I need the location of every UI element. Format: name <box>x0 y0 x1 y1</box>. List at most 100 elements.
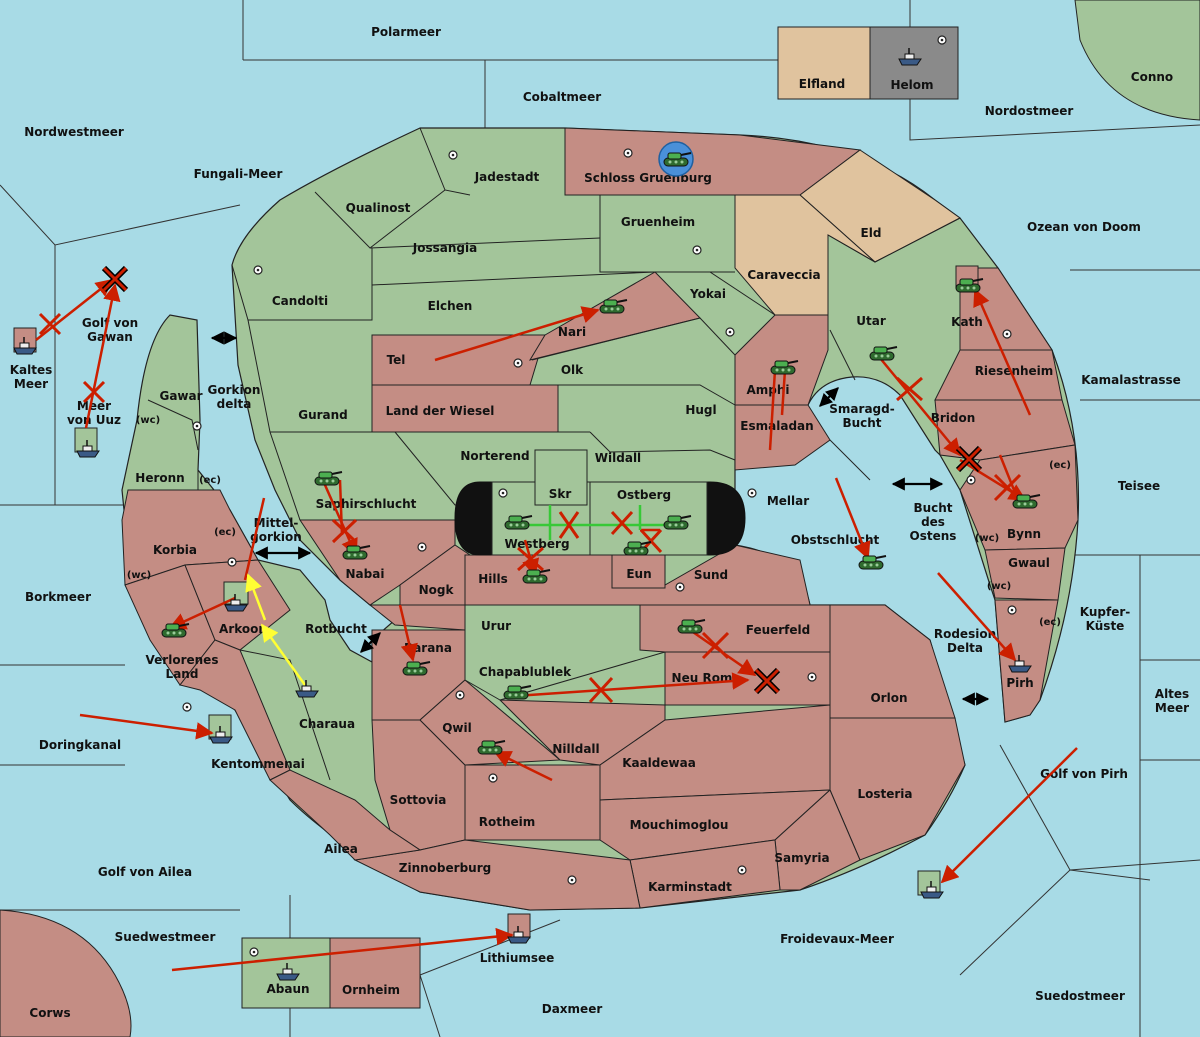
label-tel: Tel <box>387 353 406 367</box>
label-suedost: Suedostmeer <box>1035 989 1125 1003</box>
label-nordwestmeer: Nordwestmeer <box>24 125 124 139</box>
label-mouchi: Mouchimoglou <box>630 818 729 832</box>
region-pirh[interactable] <box>994 599 1059 723</box>
label-westberg: Westberg <box>504 537 569 551</box>
label-losteria: Losteria <box>857 787 912 801</box>
label-riesenheim: Riesenheim <box>975 364 1054 378</box>
label-orlon: Orlon <box>870 691 907 705</box>
label-norterend: Norterend <box>460 449 529 463</box>
label-yokai: Yokai <box>689 287 726 301</box>
label-bucht2: des <box>921 515 945 529</box>
label-elchen: Elchen <box>428 299 473 313</box>
label-samyria: Samyria <box>774 851 829 865</box>
label-fungali: Fungali-Meer <box>194 167 283 181</box>
label-rodesion2: Delta <box>947 641 983 655</box>
label-heronn: Heronn <box>135 471 184 485</box>
label-bridon: Bridon <box>931 411 976 425</box>
label-rodesion: Rodesion <box>934 627 996 641</box>
label-nilldall: Nilldall <box>552 742 599 756</box>
label-bucht3: Ostens <box>910 529 957 543</box>
failed-order-icon <box>558 511 580 539</box>
coast-korbia-ec: (ec) <box>214 527 236 538</box>
region-orlon[interactable] <box>829 604 956 719</box>
label-bynn: Bynn <box>1007 527 1041 541</box>
label-gurand: Gurand <box>298 408 348 422</box>
label-pirh: Pirh <box>1006 676 1033 690</box>
region-zinnoberburg[interactable] <box>353 839 641 911</box>
label-gwaul: Gwaul <box>1008 556 1050 570</box>
double-arrow-icon <box>360 632 381 653</box>
label-daxmeer: Daxmeer <box>542 1002 603 1016</box>
label-charaua: Charaua <box>299 717 355 731</box>
label-schloss: Schloss Gruenburg <box>584 171 712 185</box>
label-kaltes: Kaltes <box>10 363 53 377</box>
label-elfland: Elfland <box>799 77 845 91</box>
label-ostberg: Ostberg <box>617 488 671 502</box>
label-borkmeer: Borkmeer <box>25 590 91 604</box>
label-gorkion: Gorkion <box>208 383 261 397</box>
coast-gawar-wc: (wc) <box>136 415 160 426</box>
dislodged-markers <box>101 265 983 695</box>
coast-heronn-ec: (ec) <box>199 475 221 486</box>
label-smaragd2: Bucht <box>842 416 881 430</box>
region-ailea[interactable] <box>269 769 422 861</box>
label-obstschlucht: Obstschlucht <box>791 533 880 547</box>
tank-icon <box>858 555 887 570</box>
label-nari: Nari <box>558 325 586 339</box>
label-corws: Corws <box>29 1006 70 1020</box>
label-teisee: Teisee <box>1118 479 1160 493</box>
failed-order-icon <box>82 380 106 404</box>
label-karminstadt: Karminstadt <box>648 880 732 894</box>
canal-arrows <box>210 331 990 706</box>
label-mittel: Mittel- <box>254 516 299 530</box>
land-labels: Elfland Helom Jadestadt Schloss Gruenbur… <box>135 77 1053 997</box>
coast-bynn-ec: (ec) <box>1049 460 1071 471</box>
corws-land[interactable] <box>0 909 132 1037</box>
failed-order-icon <box>38 312 62 336</box>
label-golfailea: Golf von Ailea <box>98 865 192 879</box>
label-skr: Skr <box>549 487 572 501</box>
green-borders <box>128 127 961 781</box>
conno-land[interactable] <box>1074 0 1200 121</box>
label-jadestadt: Jadestadt <box>474 170 540 184</box>
failed-order-icon <box>701 631 730 660</box>
label-nogk: Nogk <box>419 583 455 597</box>
label-korbia: Korbia <box>153 543 197 557</box>
label-lithiumsee: Lithiumsee <box>480 951 555 965</box>
label-verlorenes2: Land <box>166 667 199 681</box>
label-rotheim: Rotheim <box>479 815 536 829</box>
label-meeruuz2: von Uuz <box>67 413 121 427</box>
sea-labels: Polarmeer Cobaltmeer Nordwestmeer Fungal… <box>10 25 1189 1020</box>
coast-pirh-ec: (ec) <box>1039 617 1061 628</box>
label-gawar: Gawar <box>159 389 202 403</box>
label-gorkion2: delta <box>217 397 252 411</box>
label-bucht: Bucht <box>913 501 952 515</box>
label-feuerfeld: Feuerfeld <box>746 623 811 637</box>
label-qwil: Qwil <box>442 721 472 735</box>
label-ailea: Ailea <box>324 842 358 856</box>
label-sund: Sund <box>694 568 728 582</box>
region-nogk[interactable] <box>368 604 466 631</box>
label-conno: Conno <box>1131 70 1173 84</box>
region-elfland[interactable] <box>777 26 871 100</box>
label-golfpirh: Golf von Pirh <box>1040 767 1128 781</box>
label-eld: Eld <box>861 226 882 240</box>
label-kaaldewaa: Kaaldewaa <box>622 756 696 770</box>
coast-korbia-wc: (wc) <box>127 570 151 581</box>
coast-labels: (wc) (ec) (ec) (wc) (ec) (wc) (wc) (ec) <box>127 415 1071 628</box>
label-golfgawan2: Gawan <box>87 330 133 344</box>
label-suedwest: Suedwestmeer <box>115 930 216 944</box>
label-zinnoberburg: Zinnoberburg <box>399 861 491 875</box>
failed-order-icon <box>517 546 544 572</box>
label-kath: Kath <box>951 315 983 329</box>
label-olk: Olk <box>561 363 584 377</box>
failed-order-icon <box>588 676 614 704</box>
label-wildall: Wildall <box>595 451 641 465</box>
region-skr[interactable] <box>534 449 588 506</box>
label-kupfer: Kupfer- <box>1080 605 1130 619</box>
armies <box>161 141 1041 755</box>
region-esmaladan[interactable] <box>734 404 831 471</box>
support-orders <box>520 505 680 540</box>
